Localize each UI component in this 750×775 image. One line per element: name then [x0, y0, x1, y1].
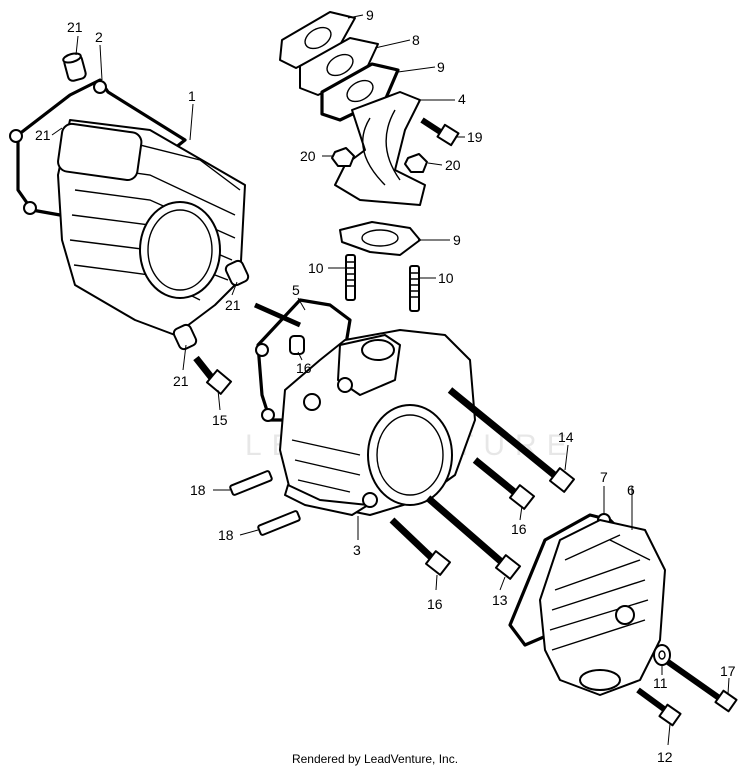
stud-bolt [409, 265, 420, 312]
callout-10: 10 [308, 260, 324, 276]
intake-gasket-lower [339, 221, 421, 256]
stud-bolt [257, 510, 301, 536]
nut [404, 153, 428, 173]
cylinder-head [279, 329, 476, 516]
callout-13: 13 [492, 592, 508, 608]
callout-18: 18 [218, 527, 234, 543]
washer [653, 644, 671, 666]
bolt [636, 687, 682, 727]
cylinder-block [57, 119, 246, 336]
callout-12: 12 [657, 749, 673, 765]
dowel-pin [172, 323, 198, 351]
callout-6: 6 [627, 482, 635, 498]
callout-3: 3 [353, 542, 361, 558]
callouts: 21 2 1 21 21 21 15 9 8 9 4 19 20 20 9 10… [35, 7, 736, 765]
bolt [666, 659, 738, 713]
callout-17: 17 [720, 663, 736, 679]
dowel-pin [224, 259, 250, 287]
credit-line: Rendered by LeadVenture, Inc. [291, 752, 459, 766]
callout-14: 14 [558, 429, 574, 445]
callout-20: 20 [300, 148, 316, 164]
nut [331, 147, 355, 167]
callout-8: 8 [412, 32, 420, 48]
bolt [420, 117, 460, 147]
stud-bolt [345, 254, 356, 301]
callout-11: 11 [653, 675, 668, 691]
callout-1: 1 [188, 88, 196, 104]
bolt [472, 457, 536, 510]
callout-9: 9 [366, 7, 374, 23]
callout-18: 18 [190, 482, 206, 498]
bolt [425, 495, 522, 580]
callout-21: 21 [225, 297, 241, 313]
callout-4: 4 [458, 91, 466, 107]
callout-21: 21 [173, 373, 189, 389]
callout-15: 15 [212, 412, 228, 428]
callout-20: 20 [445, 157, 461, 173]
bolt [193, 355, 233, 395]
callout-16: 16 [511, 521, 527, 537]
callout-21: 21 [35, 127, 51, 143]
bolt [447, 387, 576, 493]
callout-10: 10 [438, 270, 454, 286]
callout-16: 16 [427, 596, 443, 612]
bolt [253, 302, 302, 328]
cylinder-head-cover [539, 519, 666, 696]
leader-lines [51, 14, 730, 746]
callout-9: 9 [453, 232, 461, 248]
callout-21: 21 [67, 19, 83, 35]
callout-16: 16 [296, 360, 312, 376]
callout-7: 7 [600, 469, 608, 485]
callout-19: 19 [467, 129, 483, 145]
callout-5: 5 [292, 282, 300, 298]
callout-9: 9 [437, 59, 445, 75]
bolt [389, 517, 452, 576]
dowel-pin [62, 52, 87, 82]
stud-bolt [229, 470, 273, 496]
callout-2: 2 [95, 29, 103, 45]
dowel-pin [289, 335, 305, 355]
